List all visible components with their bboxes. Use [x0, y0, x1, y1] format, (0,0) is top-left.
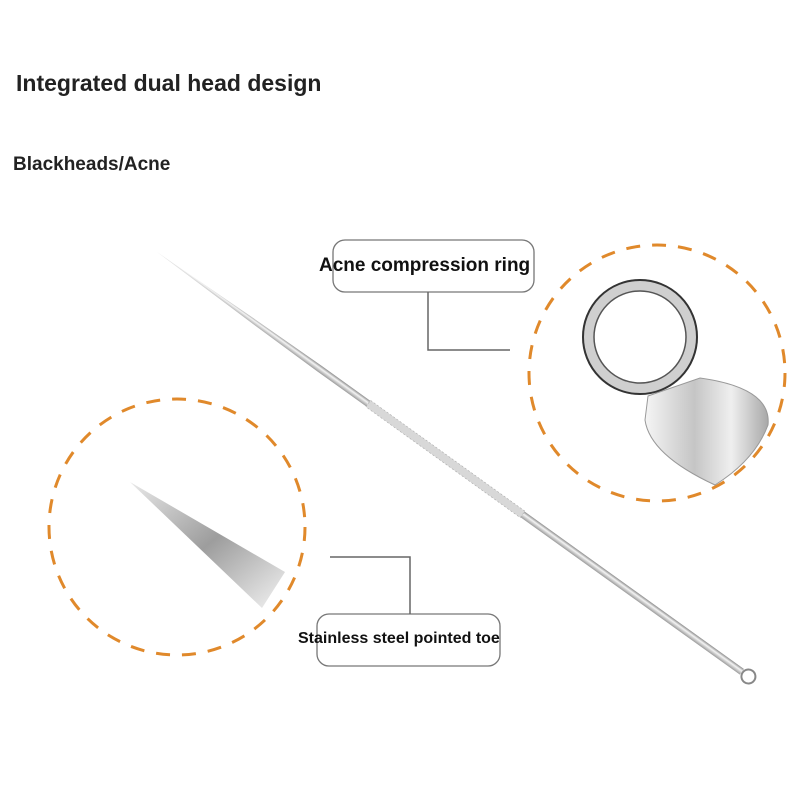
tip-callout-leader — [330, 556, 411, 614]
extractor-tool — [157, 252, 757, 685]
ring-callout-box — [332, 239, 535, 293]
pointed-tip-closeup — [130, 482, 285, 608]
page-heading: Integrated dual head design — [16, 70, 322, 96]
ring-detail-circle — [527, 243, 787, 503]
ring-callout-leader — [427, 292, 510, 351]
page-subheading: Blackheads/Acne — [13, 154, 171, 175]
ring-callout-label: Acne compression ring — [319, 255, 531, 276]
tip-callout-box — [316, 613, 501, 667]
tip-callout-label: Stainless steel pointed toe — [298, 630, 500, 647]
tip-detail-circle — [47, 397, 307, 657]
compression-ring-closeup — [582, 279, 769, 486]
